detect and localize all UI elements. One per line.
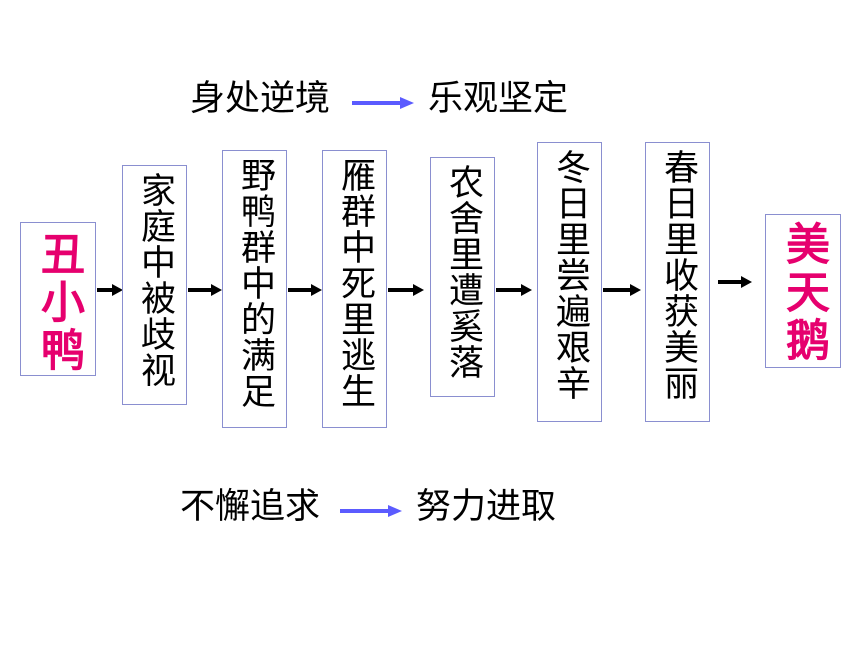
bottom-phrase-left: 不懈追求 <box>180 487 321 527</box>
stage-label-4: 农舍里遭奚落 <box>443 164 483 380</box>
bottom-phrase-row: 不懈追求 努力进取 <box>180 490 556 525</box>
top-phrase-left: 身处逆境 <box>190 79 331 119</box>
stage-label-6: 春日里收获美丽 <box>658 149 698 401</box>
stage-box-4: 农舍里遭奚落 <box>430 157 495 397</box>
connector-arrow-icon <box>496 281 532 300</box>
right-arrow-icon <box>352 82 415 117</box>
stage-label-2: 野鸭群中的满足 <box>235 157 275 409</box>
top-phrase-row: 身处逆境 乐观坚定 <box>190 82 568 117</box>
connector-arrow-icon <box>718 273 752 292</box>
stage-box-6: 春日里收获美丽 <box>645 142 710 422</box>
connector-arrow-icon <box>603 281 641 300</box>
start-box-ugly-duckling: 丑小鸭 <box>20 222 96 376</box>
stage-label-1: 家庭中被歧视 <box>135 172 175 388</box>
top-phrase-right: 乐观坚定 <box>428 79 569 119</box>
connector-arrow-icon <box>188 281 222 300</box>
stage-label-3: 雁群中死里逃生 <box>335 157 375 409</box>
stage-box-1: 家庭中被歧视 <box>122 165 187 405</box>
stage-box-5: 冬日里尝遍艰辛 <box>537 142 602 422</box>
connector-arrow-icon <box>97 281 123 300</box>
stage-box-2: 野鸭群中的满足 <box>222 150 287 428</box>
right-arrow-icon <box>340 490 403 525</box>
end-box-label: 美天鹅 <box>778 221 829 365</box>
stage-label-5: 冬日里尝遍艰辛 <box>550 149 590 401</box>
connector-arrow-icon <box>288 281 322 300</box>
stage-box-3: 雁群中死里逃生 <box>322 150 387 428</box>
start-box-label: 丑小鸭 <box>33 231 84 375</box>
end-box-swan: 美天鹅 <box>765 214 841 368</box>
bottom-phrase-right: 努力进取 <box>416 487 557 527</box>
connector-arrow-icon <box>388 281 424 300</box>
